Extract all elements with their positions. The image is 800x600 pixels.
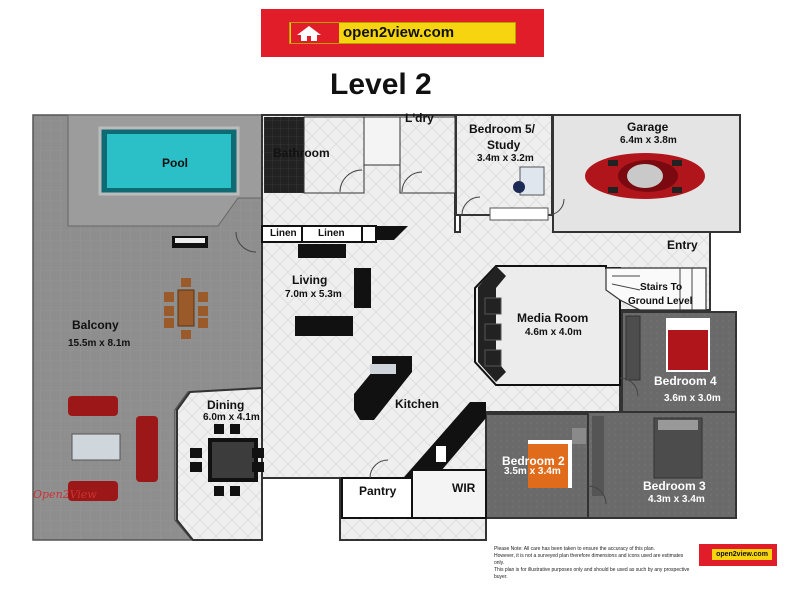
garage-label: Garage bbox=[627, 120, 669, 134]
laundry-label: L'dry bbox=[405, 111, 434, 125]
footer-brand-name: open2view.com bbox=[712, 549, 772, 560]
bedroom5-label: Bedroom 5/ bbox=[469, 122, 536, 136]
balcony-label: Balcony bbox=[72, 318, 119, 332]
dining-table-icon bbox=[190, 424, 264, 496]
linen-label-2: Linen bbox=[318, 228, 345, 239]
balcony-dimensions: 15.5m x 8.1m bbox=[68, 338, 131, 349]
level-title: Level 2 bbox=[330, 68, 432, 101]
fireplace-icon bbox=[298, 244, 346, 258]
disclaimer-line-1: Please Note: All care has been taken to … bbox=[494, 546, 655, 552]
dining-dimensions: 6.0m x 4.1m bbox=[203, 412, 260, 423]
watermark-logo: Open2View bbox=[33, 488, 97, 501]
disclaimer: Please Note: All care has been taken to … bbox=[494, 546, 694, 581]
car-icon bbox=[585, 153, 705, 199]
bathroom-tiles bbox=[264, 117, 304, 193]
disclaimer-line-2: However, it is not a surveyed plan there… bbox=[494, 553, 684, 566]
stairs-icon bbox=[605, 267, 707, 311]
linen-label-1: Linen bbox=[270, 228, 297, 239]
balcony-sofa-icon bbox=[68, 396, 158, 501]
bedroom2-label: Bedroom 2 bbox=[502, 454, 565, 468]
bathroom-label: Bathroom bbox=[273, 146, 330, 160]
bedroom3-bed-icon bbox=[653, 417, 703, 479]
outdoor-table-icon bbox=[164, 278, 208, 339]
dining-label: Dining bbox=[207, 398, 245, 412]
pantry-floor bbox=[341, 477, 413, 519]
stairs-label-2: Ground Level bbox=[628, 296, 693, 307]
bedroom5-dimensions: 3.4m x 3.2m bbox=[477, 153, 534, 164]
pantry-label: Pantry bbox=[359, 484, 397, 498]
media-room bbox=[474, 265, 621, 386]
bedroom4-bed-icon bbox=[666, 318, 710, 372]
bedroom5-label-2: Study bbox=[487, 138, 521, 152]
media-room-label: Media Room bbox=[517, 311, 589, 325]
entry-label: Entry bbox=[667, 238, 698, 252]
bedroom4-dimensions: 3.6m x 3.0m bbox=[664, 393, 721, 404]
door-swings bbox=[235, 169, 639, 505]
living-dimensions: 7.0m x 5.3m bbox=[285, 289, 342, 300]
bedroom4-label: Bedroom 4 bbox=[654, 374, 717, 388]
garage-dimensions: 6.4m x 3.8m bbox=[620, 135, 677, 146]
media-room-dimensions: 4.6m x 4.0m bbox=[525, 327, 582, 338]
bedroom3-label: Bedroom 3 bbox=[643, 479, 706, 493]
living-sofa-icon bbox=[295, 268, 371, 336]
pool-area bbox=[67, 114, 263, 227]
brand-banner-inner bbox=[289, 22, 516, 44]
disclaimer-line-3: This plan is for illustrative purposes o… bbox=[494, 567, 690, 580]
bedroom3-dimensions: 4.3m x 3.4m bbox=[648, 494, 705, 505]
living-label: Living bbox=[292, 273, 328, 287]
bedroom2-bed-icon bbox=[528, 440, 572, 488]
stairs-label: Stairs To bbox=[640, 282, 683, 293]
pool-label: Pool bbox=[162, 156, 188, 170]
wir-floor bbox=[411, 469, 487, 519]
kitchen-label: Kitchen bbox=[395, 397, 440, 411]
bedroom2-dimensions: 3.5m x 3.4m bbox=[504, 466, 561, 477]
house-logo-icon bbox=[291, 23, 339, 43]
brand-name: open2view.com bbox=[343, 24, 455, 41]
wir-label: WIR bbox=[452, 481, 476, 495]
